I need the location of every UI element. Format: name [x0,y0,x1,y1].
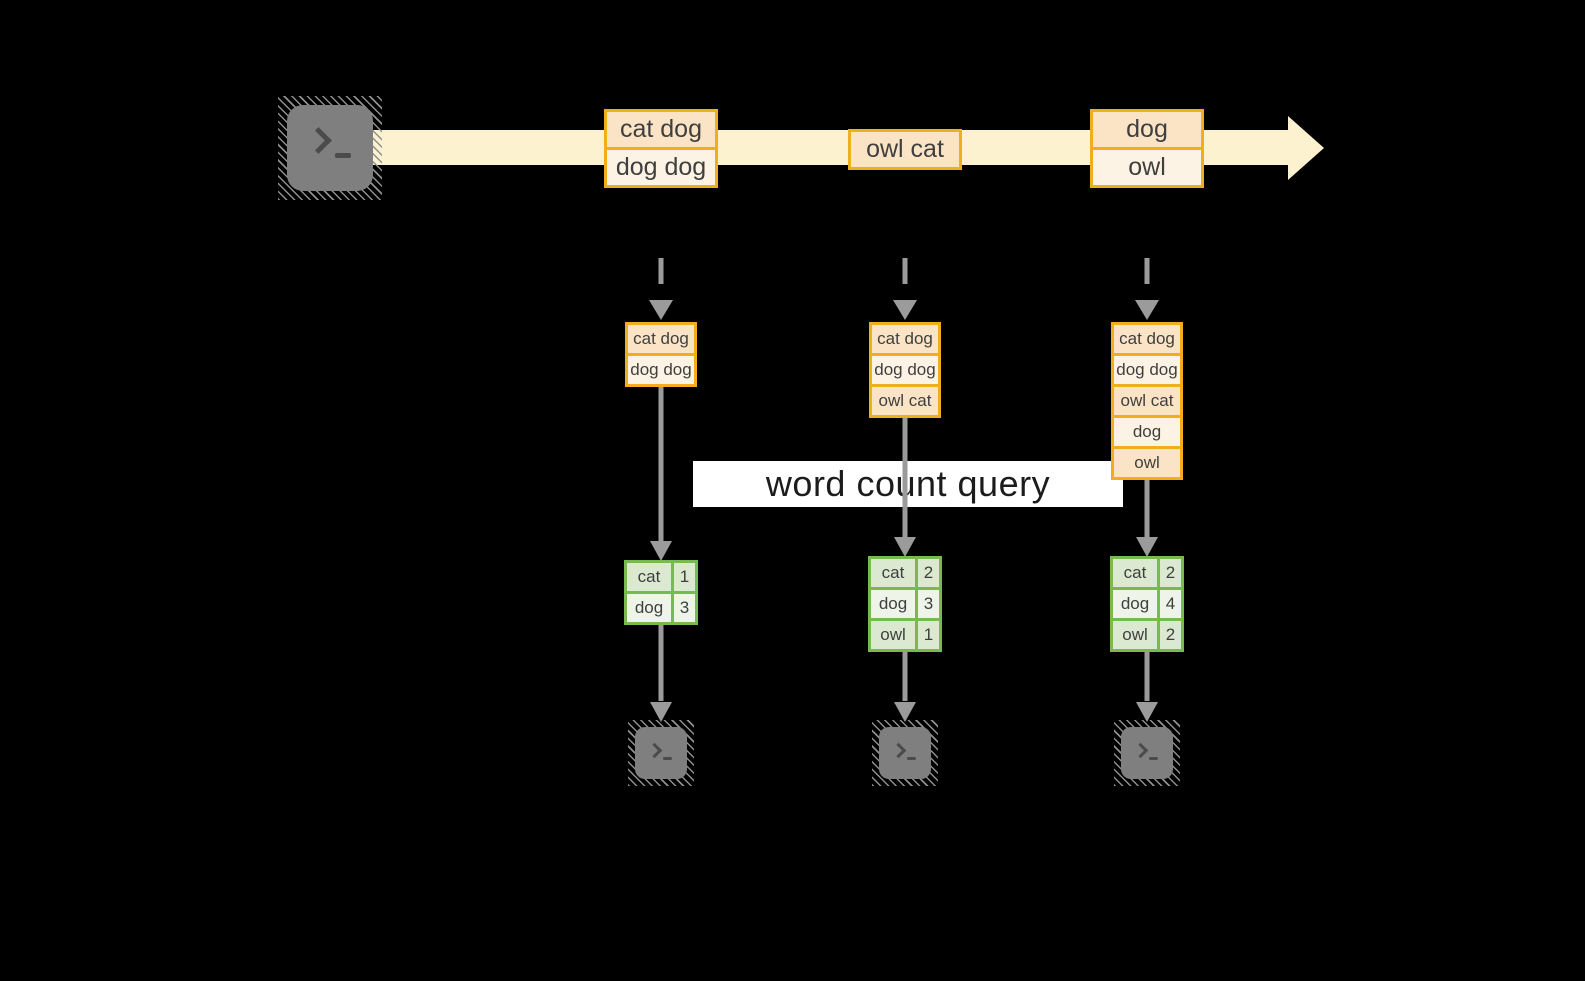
arrowhead-icon [894,702,916,722]
count-word-cell: owl [1113,621,1157,649]
buffer-item: cat dog [625,322,697,356]
count-value-cell: 3 [674,594,695,622]
buffer-item: cat dog [1111,322,1183,356]
count-word-cell: cat [871,559,915,587]
terminal-prompt-icon [646,742,663,759]
terminal-cursor-icon [335,153,351,158]
count-value-cell: 4 [1160,590,1181,618]
sink-terminal-icon-3 [1114,720,1180,786]
terminal-body [1121,727,1173,779]
arrowhead-icon [650,541,672,561]
terminal-prompt-icon [305,127,332,154]
buffer-item: dog [1111,415,1183,449]
arrowhead-icon [1135,300,1159,320]
count-word-cell: dog [1113,590,1157,618]
buffer-item: owl cat [869,384,941,418]
count-word-cell: cat [1113,559,1157,587]
stream-message: owl [1090,147,1204,188]
source-terminal-icon [278,96,382,200]
terminal-prompt-icon [1132,742,1149,759]
count-word-cell: dog [871,590,915,618]
count-value-cell: 2 [1160,559,1181,587]
word-count-query-banner: word count query [693,461,1123,507]
buffer-item: cat dog [869,322,941,356]
stream-message: dog dog [604,147,718,188]
sink-terminal-icon-1 [628,720,694,786]
count-value-cell: 2 [1160,621,1181,649]
terminal-cursor-icon [907,757,916,760]
stream-message: dog [1090,109,1204,150]
count-value-cell: 1 [674,563,695,591]
terminal-body [879,727,931,779]
buffer-item: owl cat [1111,384,1183,418]
terminal-cursor-icon [663,757,672,760]
stream-message-group: owl cat [848,129,962,170]
count-word-cell: cat [627,563,671,591]
arrowhead-icon [893,300,917,320]
buffer-item: owl [1111,446,1183,480]
arrowhead-icon [1136,702,1158,722]
terminal-prompt-icon [890,742,907,759]
buffer-item: dog dog [1111,353,1183,387]
arrowhead-icon [894,537,916,557]
terminal-cursor-icon [1149,757,1158,760]
count-value-cell: 1 [918,621,939,649]
stream-message: cat dog [604,109,718,150]
terminal-body [287,105,373,191]
buffer-item: dog dog [625,353,697,387]
buffer-item: dog dog [869,353,941,387]
terminal-body [635,727,687,779]
count-word-cell: owl [871,621,915,649]
sink-terminal-icon-2 [872,720,938,786]
stream-message: owl cat [848,129,962,170]
count-value-cell: 2 [918,559,939,587]
stream-band-arrowhead-icon [1288,116,1324,180]
arrowhead-icon [649,300,673,320]
count-word-cell: dog [627,594,671,622]
arrowhead-icon [1136,537,1158,557]
arrowhead-icon [650,702,672,722]
count-value-cell: 3 [918,590,939,618]
